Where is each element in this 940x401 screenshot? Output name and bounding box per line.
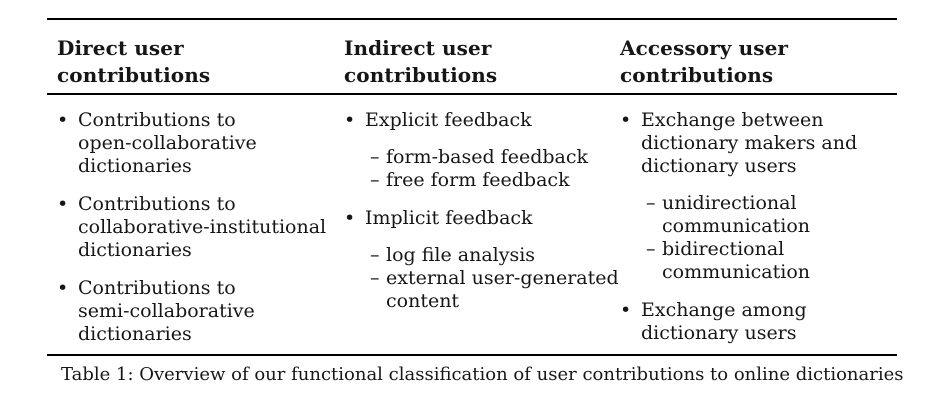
sublist-item: – log file analysis <box>370 244 620 267</box>
list-item-text: Explicit feedback <box>365 109 532 131</box>
list-item-text: Contributions to collaborative-instituti… <box>78 193 327 261</box>
bullet-icon: • <box>57 277 69 299</box>
bullet-icon: • <box>620 109 632 131</box>
list-item-text: Exchange between dictionary makers and d… <box>641 109 858 177</box>
header-cell-accessory: Accessory user contributions <box>620 35 897 93</box>
sublist: – log file analysis – external user-gene… <box>370 244 620 313</box>
table-mid-rule <box>47 93 897 95</box>
list-item: • Contributions to semi-collaborative di… <box>57 277 344 346</box>
dash-icon: – <box>646 238 656 260</box>
sublist-item-text: form-based feedback <box>386 146 589 168</box>
sublist-item: – free form feedback <box>370 169 620 192</box>
table-1: Direct user contributions Indirect user … <box>47 18 897 356</box>
list-item: • Exchange between dictionary makers and… <box>620 109 897 284</box>
sublist-item: – external user-generated content <box>370 267 620 313</box>
sublist-item: – form-based feedback <box>370 146 620 169</box>
sublist-item-text: free form feedback <box>386 169 570 191</box>
list-item: • Exchange among dictionary users <box>620 299 897 345</box>
sublist: – form-based feedback – free form feedba… <box>370 146 620 192</box>
table-body-row: • Contributions to open-collaborative di… <box>47 95 897 354</box>
bullet-icon: • <box>57 109 69 131</box>
list-item-text: Implicit feedback <box>365 207 533 229</box>
column-header-direct: Direct user contributions <box>57 36 211 87</box>
sublist-item: – bidirectional communication <box>646 238 897 284</box>
sublist-item-text: log file analysis <box>386 244 536 266</box>
table-top-rule <box>47 18 897 20</box>
sublist-item: – unidirectional communication <box>646 192 897 238</box>
list-item: • Explicit feedback – form-based feedbac… <box>344 109 620 192</box>
column-header-indirect: Indirect user contributions <box>344 36 498 87</box>
sublist-item-text: unidirectional communication <box>662 192 811 237</box>
list-item-text: Exchange among dictionary users <box>641 299 807 344</box>
sublist: – unidirectional communication – bidirec… <box>646 192 897 284</box>
bullet-icon: • <box>57 193 69 215</box>
list-item: • Implicit feedback – log file analysis … <box>344 207 620 313</box>
list-item-text: Contributions to semi-collaborative dict… <box>78 277 255 345</box>
table-header-row: Direct user contributions Indirect user … <box>47 20 897 93</box>
column-header-accessory: Accessory user contributions <box>620 36 789 87</box>
dash-icon: – <box>370 244 380 266</box>
sublist-item-text: bidirectional communication <box>662 238 811 283</box>
dash-icon: – <box>370 267 380 289</box>
table-bottom-rule <box>47 354 897 356</box>
column-accessory: • Exchange between dictionary makers and… <box>620 109 897 361</box>
header-cell-direct: Direct user contributions <box>57 35 344 93</box>
header-cell-indirect: Indirect user contributions <box>344 35 620 93</box>
dash-icon: – <box>370 146 380 168</box>
column-indirect: • Explicit feedback – form-based feedbac… <box>344 109 620 361</box>
table-caption: Table 1: Overview of our functional clas… <box>61 364 904 385</box>
list-item-text: Contributions to open-collaborative dict… <box>78 109 257 177</box>
dash-icon: – <box>370 169 380 191</box>
sublist-item-text: external user-generated content <box>386 267 619 312</box>
bullet-icon: • <box>620 299 632 321</box>
bullet-icon: • <box>344 109 356 131</box>
column-direct: • Contributions to open-collaborative di… <box>57 109 344 361</box>
dash-icon: – <box>646 192 656 214</box>
list-item: • Contributions to collaborative-institu… <box>57 193 344 262</box>
list-item: • Contributions to open-collaborative di… <box>57 109 344 178</box>
bullet-icon: • <box>344 207 356 229</box>
